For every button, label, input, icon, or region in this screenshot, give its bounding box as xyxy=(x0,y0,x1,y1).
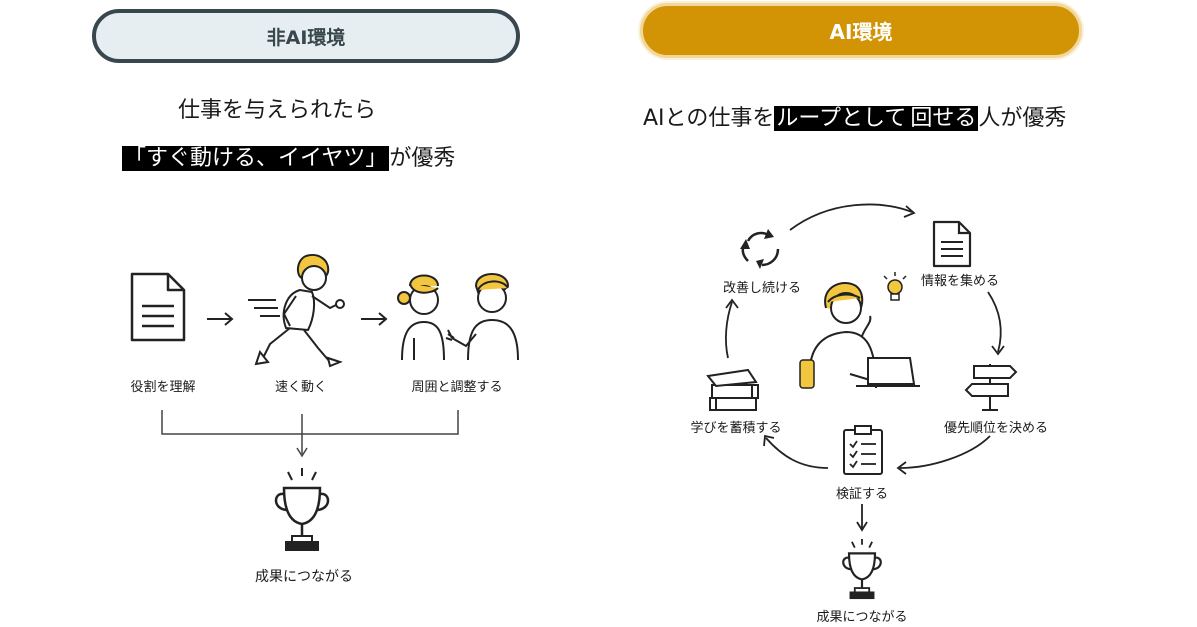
step-understand-role: 役割を理解 xyxy=(130,380,196,395)
trophy-icon xyxy=(842,538,882,600)
document-icon xyxy=(130,272,186,342)
right-heading-highlight2: 回せる xyxy=(908,106,979,131)
ai-badge: AI環境 xyxy=(640,3,1082,58)
non-ai-badge: 非AI環境 xyxy=(92,9,520,63)
trophy-icon xyxy=(274,468,330,551)
step-coordinate: 周囲と調整する xyxy=(411,380,503,395)
books-icon xyxy=(706,368,759,411)
right-heading-highlight1: ループとして xyxy=(774,106,909,131)
arrow-right-icon xyxy=(361,312,388,326)
bracket-connector xyxy=(161,410,459,458)
right-result-label: 成果につながる xyxy=(816,610,908,625)
cycle-arrows xyxy=(725,203,1005,475)
left-result-label: 成果につながる xyxy=(255,569,353,585)
cycle-improve: 改善し続ける xyxy=(722,281,801,296)
recycle-icon xyxy=(740,229,780,269)
people-talking-icon xyxy=(397,273,519,361)
cycle-verify: 検証する xyxy=(835,487,888,502)
left-heading-highlight: 「すぐ動ける、イイヤツ」 xyxy=(122,146,390,171)
checklist-icon xyxy=(843,425,883,475)
step-move-fast: 速く動く xyxy=(274,380,327,395)
running-person-icon xyxy=(248,254,345,368)
cycle-accumulate: 学びを蓄積する xyxy=(690,421,782,436)
lightbulb-icon xyxy=(883,272,907,301)
left-heading-line1: 仕事を与えられたら xyxy=(178,98,377,123)
arrow-right-icon xyxy=(207,312,234,326)
arrow-down-icon xyxy=(856,504,868,532)
left-heading-rest: が優秀 xyxy=(389,146,456,171)
ai-badge-label: AI環境 xyxy=(829,20,893,44)
left-heading-line2: 「すぐ動ける、イイヤツ」が優秀 xyxy=(122,140,455,172)
non-ai-badge-label: 非AI環境 xyxy=(266,26,346,49)
document-icon xyxy=(932,220,972,268)
person-laptop-icon xyxy=(799,281,920,389)
cycle-collect: 情報を集める xyxy=(920,274,999,289)
right-heading: AIとの仕事をループとして回せる人が優秀 xyxy=(643,100,1066,132)
cycle-prioritize: 優先順位を決める xyxy=(943,421,1048,436)
right-heading-pre: AIとの仕事を xyxy=(643,106,775,131)
signpost-icon xyxy=(964,364,1018,411)
right-heading-post: 人が優秀 xyxy=(978,106,1067,131)
